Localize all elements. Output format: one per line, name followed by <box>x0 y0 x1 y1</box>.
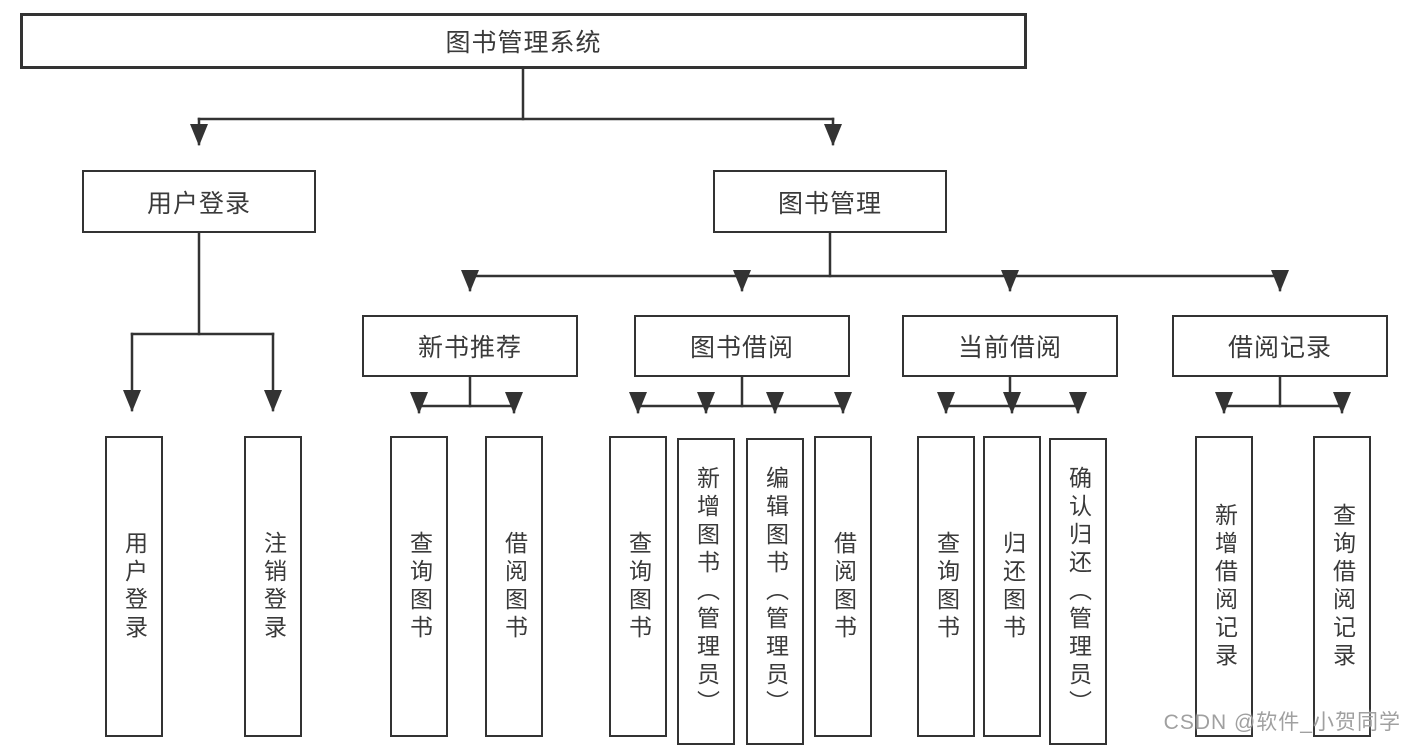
node-library-system: 图书管理系统 <box>20 13 1027 69</box>
node-book-management: 图书管理 <box>713 170 947 233</box>
node-borrow-records: 借阅记录 <box>1172 315 1388 377</box>
leaf-label: 归还图书 <box>999 530 1026 643</box>
leaf-borrow-books-1: 借阅图书 <box>485 436 543 737</box>
leaf-label: 查询图书 <box>406 530 433 643</box>
leaf-label: 查询图书 <box>625 530 652 643</box>
leaf-label: 编辑图书（管理员） <box>762 465 789 718</box>
leaf-user-login: 用户登录 <box>105 436 163 737</box>
leaf-label: 借阅图书 <box>830 530 857 643</box>
leaf-label: 新增图书（管理员） <box>693 465 720 718</box>
leaf-borrow-books-2: 借阅图书 <box>814 436 872 737</box>
leaf-add-book-admin: 新增图书（管理员） <box>677 438 735 745</box>
leaf-query-books-1: 查询图书 <box>390 436 448 737</box>
leaf-label: 新增借阅记录 <box>1211 502 1238 671</box>
leaf-query-borrow-record: 查询借阅记录 <box>1313 436 1371 737</box>
leaf-label: 用户登录 <box>121 530 148 643</box>
node-new-book-recommend: 新书推荐 <box>362 315 578 377</box>
leaf-return-book: 归还图书 <box>983 436 1041 737</box>
leaf-query-books-3: 查询图书 <box>917 436 975 737</box>
leaf-label: 确认归还（管理员） <box>1065 465 1092 718</box>
leaf-query-books-2: 查询图书 <box>609 436 667 737</box>
leaf-add-borrow-record: 新增借阅记录 <box>1195 436 1253 737</box>
leaf-edit-book-admin: 编辑图书（管理员） <box>746 438 804 745</box>
node-book-borrow: 图书借阅 <box>634 315 850 377</box>
leaf-label: 注销登录 <box>260 530 287 643</box>
leaf-label: 借阅图书 <box>501 530 528 643</box>
csdn-watermark: CSDN @软件_小贺同学 <box>1163 711 1401 734</box>
leaf-label: 查询图书 <box>933 530 960 643</box>
leaf-label: 查询借阅记录 <box>1329 502 1356 671</box>
leaf-confirm-return-admin: 确认归还（管理员） <box>1049 438 1107 745</box>
node-current-borrow: 当前借阅 <box>902 315 1118 377</box>
leaf-logout: 注销登录 <box>244 436 302 737</box>
node-user-login: 用户登录 <box>82 170 316 233</box>
